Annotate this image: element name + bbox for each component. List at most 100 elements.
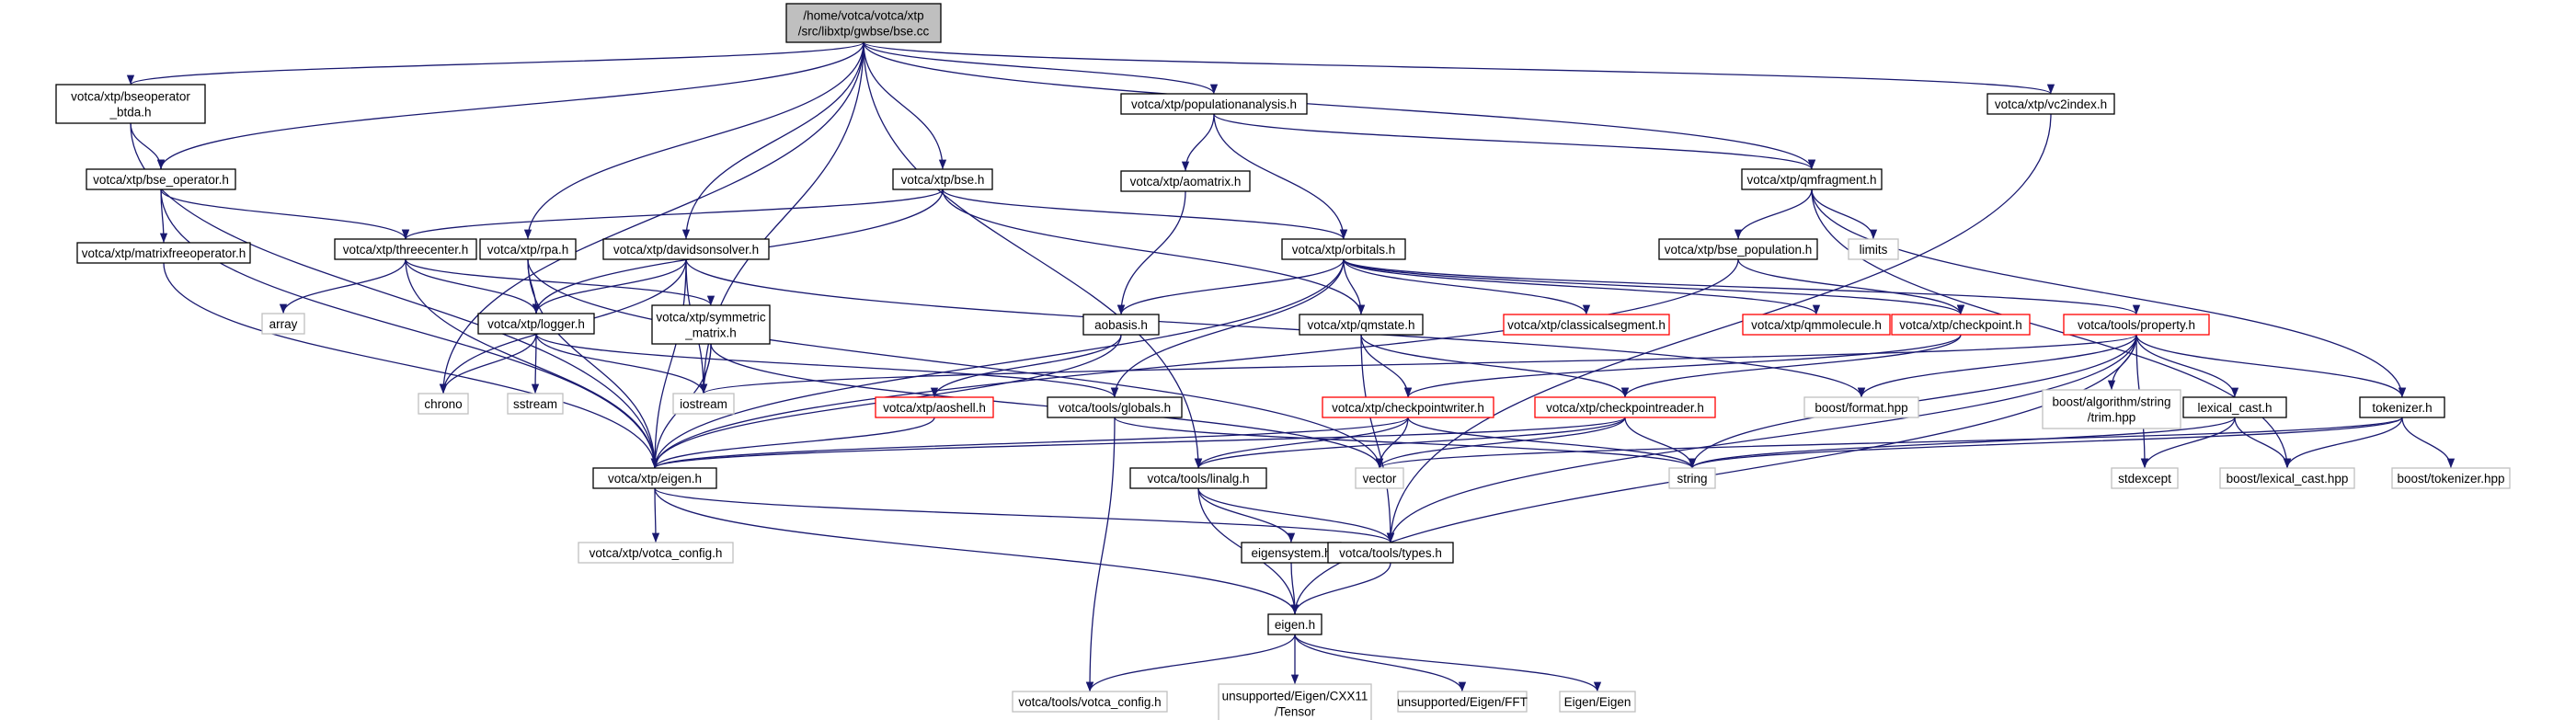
node-box-eigen_h_xtp [592,467,717,489]
node-iostream: iostream [672,393,735,415]
node-box-bseop_btda [55,84,206,124]
node-types[interactable]: votca/tools/types.h [1327,542,1454,564]
node-box-classicalseg [1503,314,1670,336]
node-votcaconfig_tools: votca/tools/votca_config.h [1012,691,1168,713]
node-box-linalg [1129,467,1267,489]
node-aobasis[interactable]: aobasis.h [1082,314,1160,336]
edge-symmetric-to-vector [710,343,1384,469]
node-qmstate[interactable]: votca/xtp/qmstate.h [1299,314,1424,336]
edge-linalg-to-eigensystem [1197,487,1296,543]
node-stdexcept: stdexcept [2111,467,2179,489]
node-box-sstream [507,393,564,415]
node-eigen_h_xtp[interactable]: votca/xtp/eigen.h [592,467,717,489]
node-string: string [1668,467,1716,489]
edge-root-to-qmfragment [863,41,1816,170]
node-box-root [785,3,942,43]
node-label-types-0: votca/tools/types.h [1339,546,1442,560]
node-aoshell[interactable]: votca/xtp/aoshell.h [875,396,994,418]
node-eigen_h[interactable]: eigen.h [1267,613,1322,635]
edge-popanalysis-to-qmfragment [1213,113,1815,170]
node-cpwriter[interactable]: votca/xtp/checkpointwriter.h [1322,396,1494,418]
node-bse_population[interactable]: votca/xtp/bse_population.h [1658,238,1818,260]
node-linalg[interactable]: votca/tools/linalg.h [1129,467,1267,489]
node-label-property-0: votca/tools/property.h [2078,318,2195,332]
edge-qmfragment-to-bse_population [1734,189,1813,240]
node-votcaconfig_xtp: votca/xtp/votca_config.h [578,542,734,564]
node-label-root-1: /src/libxtp/gwbse/bse.cc [798,25,930,39]
edge-bse_population-to-eigen_h_xtp [650,258,1739,469]
node-label-eigen_h-0: eigen.h [1275,618,1315,632]
node-label-symmetric-0: votca/xtp/symmetric [656,311,766,325]
edge-root-to-popanalysis [863,41,1219,95]
edge-bseop_btda-to-bse_operator [130,122,166,170]
edge-davidson-to-logger [532,258,687,314]
node-box-votcaconfig_xtp [578,542,734,564]
node-globals[interactable]: votca/tools/globals.h [1047,396,1183,418]
node-vector: vector [1355,467,1404,489]
node-box-vc2index [1986,93,2115,115]
node-box-cpreader [1534,396,1716,418]
node-vc2index[interactable]: votca/xtp/vc2index.h [1986,93,2115,115]
node-matrixfree[interactable]: votca/xtp/matrixfreeoperator.h [76,242,251,264]
edge-bse_operator-to-threecenter [160,189,410,240]
node-bse_operator[interactable]: votca/xtp/bse_operator.h [86,168,236,190]
node-logger[interactable]: votca/xtp/logger.h [477,313,595,335]
node-bse_h[interactable]: votca/xtp/bse.h [892,168,993,190]
edge-davidson-to-boostformat [685,258,1865,398]
node-bseop_btda[interactable]: votca/xtp/bseoperator_btda.h [55,84,206,124]
node-box-trim [2042,389,2181,429]
node-aomatrix[interactable]: votca/xtp/aomatrix.h [1120,170,1251,192]
node-symmetric[interactable]: votca/xtp/symmetric_matrix.h [651,304,771,345]
node-classicalseg[interactable]: votca/xtp/classicalsegment.h [1503,314,1670,336]
edge-bse_h-to-threecenter [402,189,944,240]
edge-root-to-bseop_btda [127,41,864,86]
node-label-bse_h-0: votca/xtp/bse.h [901,173,985,187]
node-label-boosttok-0: boost/tokenizer.hpp [2397,472,2504,486]
node-rpa[interactable]: votca/xtp/rpa.h [479,238,577,260]
node-label-tokenizer-0: tokenizer.h [2372,401,2432,415]
node-eigensystem[interactable]: eigensystem.h [1241,542,1342,564]
edge-cpreader-to-eigen_h_xtp [651,417,1626,469]
edge-logger-to-chrono [439,333,537,394]
edge-tokenizer-to-boostlexical [2283,417,2403,469]
node-qmfragment[interactable]: votca/xtp/qmfragment.h [1741,168,1883,190]
node-orbitals[interactable]: votca/xtp/orbitals.h [1281,238,1406,260]
edge-threecenter-to-eigen_h_xtp [405,258,659,469]
node-label-trim-0: boost/algorithm/string [2052,395,2170,409]
node-tokenizer[interactable]: tokenizer.h [2359,396,2445,418]
node-label-vc2index-0: votca/xtp/vc2index.h [1995,97,2107,111]
node-label-bse_population-0: votca/xtp/bse_population.h [1665,243,1813,257]
node-sstream: sstream [507,393,564,415]
node-qmmolecule[interactable]: votca/xtp/qmmolecule.h [1742,314,1891,336]
node-eigeneigen: Eigen/Eigen [1559,691,1636,713]
node-box-popanalysis [1120,93,1308,115]
node-box-iostream [672,393,735,415]
node-root[interactable]: /home/votca/votca/xtp/src/libxtp/gwbse/b… [785,3,942,43]
node-box-vector [1355,467,1404,489]
node-davidson[interactable]: votca/xtp/davidsonsolver.h [602,238,770,260]
node-box-array [261,313,305,335]
node-label-eigen_h_xtp-0: votca/xtp/eigen.h [608,472,702,486]
node-popanalysis[interactable]: votca/xtp/populationanalysis.h [1120,93,1308,115]
node-property[interactable]: votca/tools/property.h [2063,314,2210,336]
node-cpreader[interactable]: votca/xtp/checkpointreader.h [1534,396,1716,418]
edge-root-to-rpa [523,41,864,240]
node-box-qmfragment [1741,168,1883,190]
edge-rpa-to-eigen_h_xtp [527,258,659,469]
edges-layer [127,41,2456,692]
node-label-tensor-1: /Tensor [1275,705,1316,719]
edge-lexical-to-boostlexical [2234,417,2292,469]
node-threecenter[interactable]: votca/xtp/threecenter.h [334,238,477,260]
edge-tokenizer-to-boosttok [2401,417,2456,469]
node-lexical[interactable]: lexical_cast.h [2182,396,2287,418]
edge-logger-to-globals [535,333,1118,398]
node-box-stdexcept [2111,467,2179,489]
node-tensor: unsupported/Eigen/CXX11/Tensor [1218,683,1372,720]
edge-qmstate-to-cpreader [1360,334,1630,398]
edge-aobasis-to-aoshell [930,334,1122,398]
node-label-logger-0: votca/xtp/logger.h [487,317,585,331]
node-checkpoint[interactable]: votca/xtp/checkpoint.h [1891,314,2031,336]
node-box-fft [1397,691,1528,713]
node-box-tokenizer [2359,396,2445,418]
